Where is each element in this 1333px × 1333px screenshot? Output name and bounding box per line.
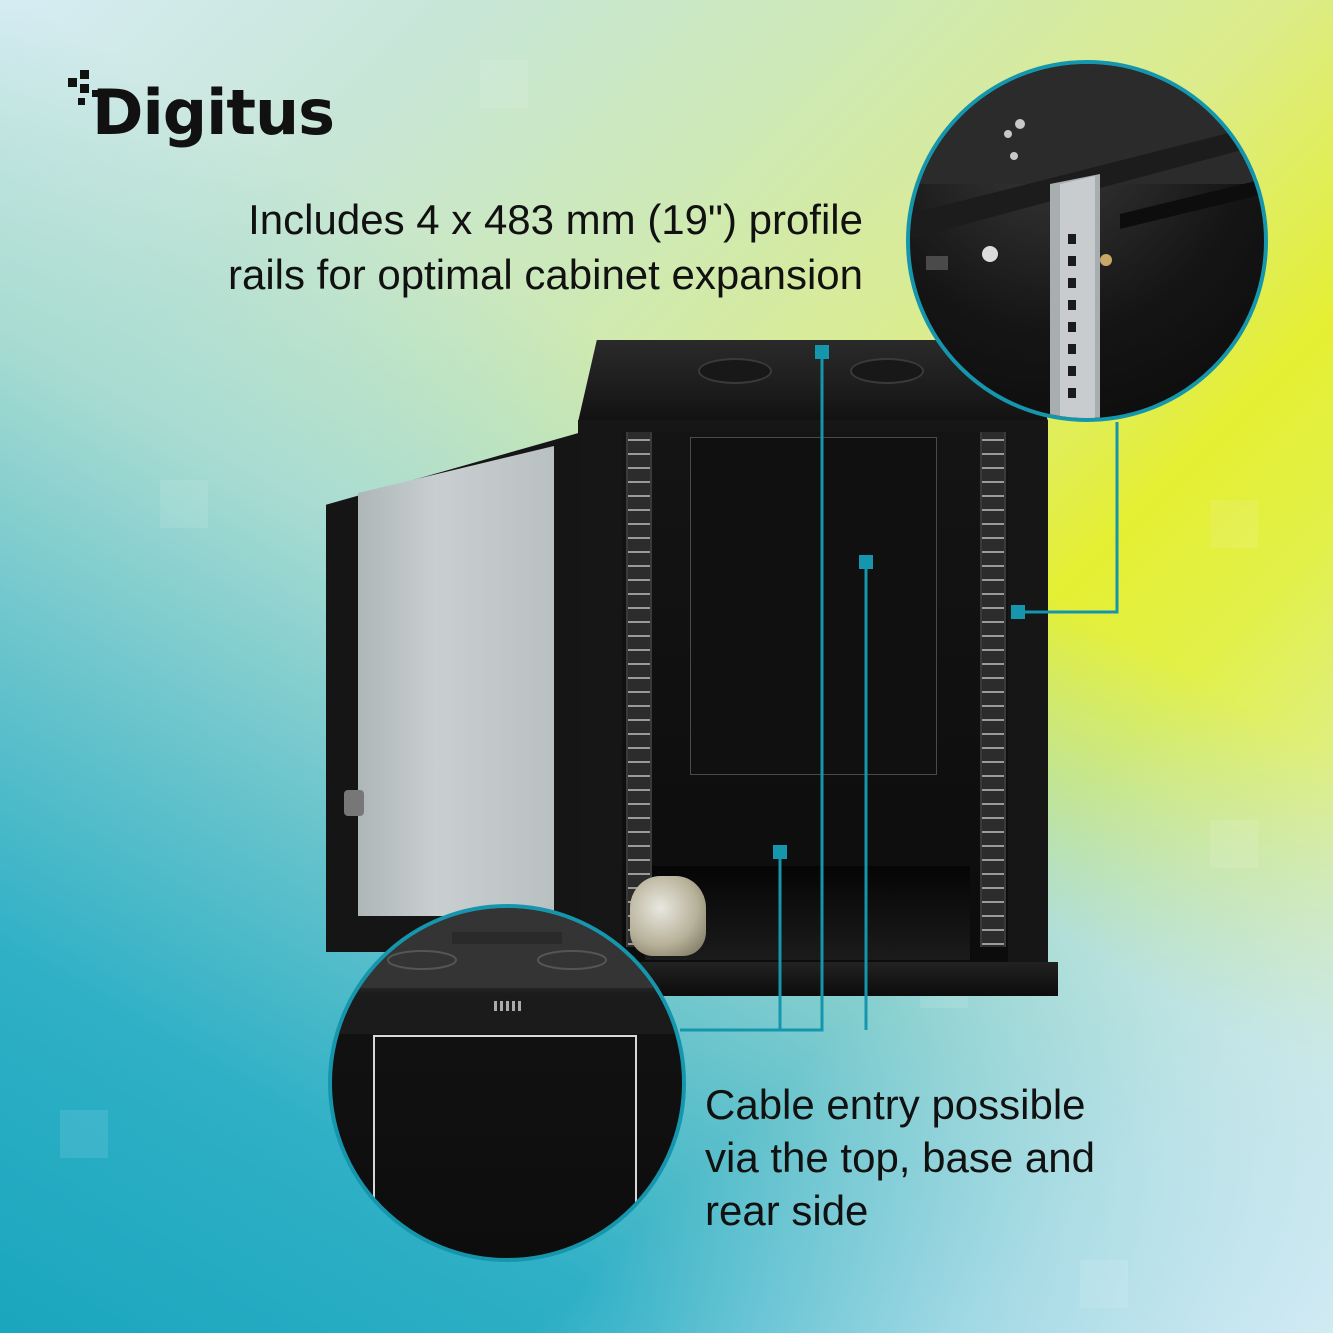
rail-detail-graphic xyxy=(910,64,1264,418)
caption-line: Cable entry possible xyxy=(705,1081,1086,1128)
door-lock-icon xyxy=(344,790,364,816)
background-tile xyxy=(1080,1260,1128,1308)
profile-rail-right xyxy=(980,432,1006,947)
callout-marker-rear xyxy=(859,555,873,569)
callout-marker-base xyxy=(773,845,787,859)
background-tile xyxy=(480,60,528,108)
logo-mark-icon xyxy=(68,70,99,160)
glass-door-pane xyxy=(358,446,554,916)
caption-line: via the top, base and xyxy=(705,1134,1095,1181)
background-tile xyxy=(160,480,208,528)
feature-headline: Includes 4 x 483 mm (19") profile rails … xyxy=(103,192,863,302)
profile-rail-left xyxy=(626,432,652,947)
feature-caption: Cable entry possible via the top, base a… xyxy=(705,1078,1265,1237)
detail-circle-cable-entry xyxy=(328,904,686,1262)
background-tile xyxy=(60,1110,108,1158)
background-tile xyxy=(1210,500,1258,548)
headline-line: rails for optimal cabinet expansion xyxy=(227,251,863,298)
callout-marker-top xyxy=(815,345,829,359)
fan-cutout-icon xyxy=(698,358,772,384)
accessory-bag xyxy=(630,876,706,956)
caption-line: rear side xyxy=(705,1187,869,1234)
callout-marker-rails xyxy=(1011,605,1025,619)
rear-panel-cutout xyxy=(690,437,937,775)
background-tile xyxy=(1210,820,1258,868)
logo-wordmark: Digitus xyxy=(92,76,335,149)
detail-circle-profile-rails xyxy=(906,60,1268,422)
connector-rails xyxy=(1018,422,1119,614)
headline-line: Includes 4 x 483 mm (19") profile xyxy=(248,196,863,243)
connector-top xyxy=(680,352,824,1032)
fan-cutout-icon xyxy=(850,358,924,384)
brand-logo: Digitus xyxy=(68,70,358,160)
